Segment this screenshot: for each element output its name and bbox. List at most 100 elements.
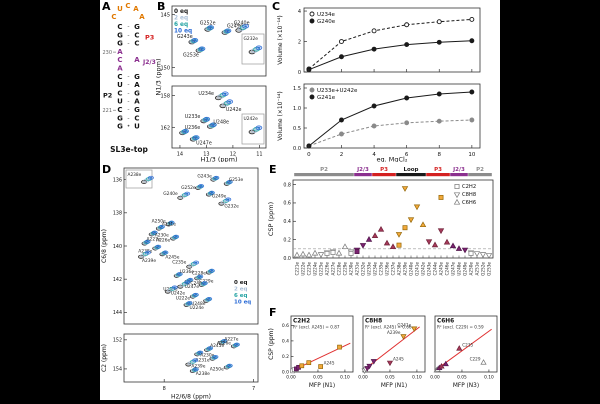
svg-text:CSP (ppm): CSP (ppm) [268,328,275,360]
svg-text:U234e: U234e [373,262,378,276]
svg-text:G243e: G243e [427,262,432,276]
svg-text:6 eq: 6 eq [234,293,247,299]
peak-A227e: A227e [141,237,161,246]
inset-A238e: A238e [125,169,154,189]
svg-text:P3: P3 [380,167,388,173]
svg-text:162: 162 [160,125,170,131]
panel-label-e: E [269,163,277,176]
svg-text:R² (excl. A245) = 0.87: R² (excl. A245) = 0.87 [293,325,340,330]
svg-text:C2 (ppm): C2 (ppm) [101,344,108,372]
svg-text:A239e: A239e [191,364,205,370]
svg-text:-: - [127,98,129,105]
peak-U242e: U242e [164,285,185,297]
svg-text:0.5: 0.5 [293,126,301,132]
svg-text:C2H2: C2H2 [462,184,476,190]
svg-text:0.00: 0.00 [430,375,440,381]
svg-text:G249e: G249e [463,262,468,276]
peak-U247e: U247e [189,135,212,146]
imino-bottom-subplot: 158162U234eU242eU233eU248eU236eU247eU242… [160,85,267,149]
svg-text:0.0: 0.0 [283,256,291,262]
svg-text:MFP (N3): MFP (N3) [453,383,479,389]
peak-U236e: U236e [173,269,194,278]
svg-text:P3: P3 [434,167,442,173]
svg-text:A238e: A238e [196,371,210,377]
svg-text:2 eq: 2 eq [174,16,188,22]
svg-text:C6H6: C6H6 [437,319,454,325]
svg-text:G240e: G240e [317,19,336,25]
svg-text:0.0: 0.0 [282,370,289,376]
peak-C228e: C228e [192,268,215,277]
peak-A230e: A230e [148,230,169,238]
svg-text:12: 12 [230,152,236,158]
svg-text:G253e: G253e [229,177,244,183]
peak-A250e: A250e [210,363,233,372]
svg-text:140: 140 [113,244,122,250]
svg-text:C244e: C244e [433,262,438,276]
svg-text:A: A [117,65,123,73]
peak-U236e: U236e [179,125,200,136]
svg-text:C: C [134,31,139,39]
svg-text:144: 144 [113,310,122,316]
svg-text:A226e: A226e [156,238,170,244]
svg-text:G253e: G253e [487,262,492,276]
peak-U242e: U242e [219,99,242,113]
svg-text:6 eq: 6 eq [174,22,188,28]
svg-text:0.8: 0.8 [283,182,291,188]
svg-text:8: 8 [163,386,166,392]
svg-text:230: 230 [102,50,112,56]
svg-text:0.0: 0.0 [293,146,301,152]
svg-text:G: G [117,31,123,39]
panel-label-c: C [272,0,281,13]
svg-text:C: C [111,13,116,21]
svg-text:U: U [117,5,123,13]
svg-text:A245: A245 [324,361,335,366]
svg-text:C221e: C221e [295,262,300,276]
svg-text:G241e: G241e [397,322,411,327]
svg-text:U247e: U247e [185,284,200,290]
svg-text:2: 2 [340,152,344,158]
svg-text:A226e: A226e [325,262,330,276]
svg-text:CSP (ppm): CSP (ppm) [267,202,275,236]
svg-text:A231e: A231e [355,262,360,276]
svg-text:0.4: 0.4 [283,219,291,225]
panel-label-b: B [157,0,166,13]
svg-text:C246e: C246e [445,262,450,276]
svg-text:U224e: U224e [190,305,205,311]
svg-text:C8H8: C8H8 [365,319,382,325]
svg-text:A245e: A245e [439,262,444,276]
svg-text:G: G [117,40,123,48]
svg-text:G: G [134,23,140,31]
svg-text:11: 11 [256,152,262,158]
svg-text:A: A [134,98,140,106]
svg-text:J2/3: J2/3 [142,59,156,66]
peak-A245e: A245e [204,343,224,352]
svg-text:U233e+U242e: U233e+U242e [317,88,358,94]
svg-text:C228e: C228e [192,271,206,277]
svg-text:P2: P2 [320,167,328,173]
svg-text:A: A [117,48,123,56]
svg-text:U233e: U233e [185,114,201,120]
peak-A239e: A239e [138,250,156,264]
svg-text:•: • [127,123,131,130]
svg-text:G: G [134,73,140,81]
svg-text:A239e: A239e [403,262,408,276]
svg-text:N1/3 (ppm): N1/3 (ppm) [156,58,163,95]
svg-text:U234e: U234e [198,91,214,97]
svg-text:A250e: A250e [469,262,474,276]
svg-text:-: - [127,73,129,80]
svg-text:G225e: G225e [319,262,324,276]
svg-text:C246e: C246e [190,281,204,287]
peak-U248e: U248e [207,120,229,129]
svg-text:C8H8: C8H8 [462,192,476,198]
peak-U234e: U234e [198,91,229,101]
svg-text:G232e: G232e [244,36,259,42]
svg-text:A230e: A230e [200,352,214,358]
svg-text:G243e: G243e [197,174,212,180]
peak-A226e: A226e [217,340,240,349]
